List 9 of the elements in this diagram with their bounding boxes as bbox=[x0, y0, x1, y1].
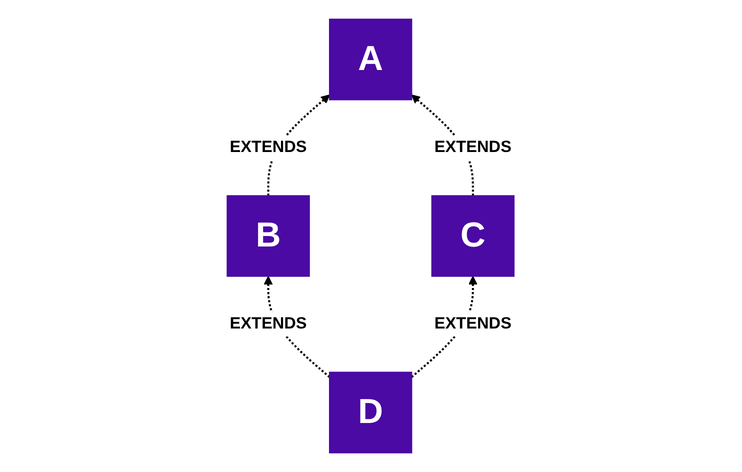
node-box bbox=[329, 18, 413, 100]
node-box bbox=[432, 195, 515, 277]
edge-label: EXTENDS bbox=[434, 315, 512, 332]
class-diagram: EXTENDS EXTENDS EXTENDS EXTENDS A B C D bbox=[219, 11, 523, 461]
node-box bbox=[329, 372, 413, 454]
edge-label: EXTENDS bbox=[230, 315, 308, 332]
edge-label: EXTENDS bbox=[230, 138, 308, 156]
node-box bbox=[227, 195, 310, 277]
edge-label: EXTENDS bbox=[434, 138, 512, 156]
